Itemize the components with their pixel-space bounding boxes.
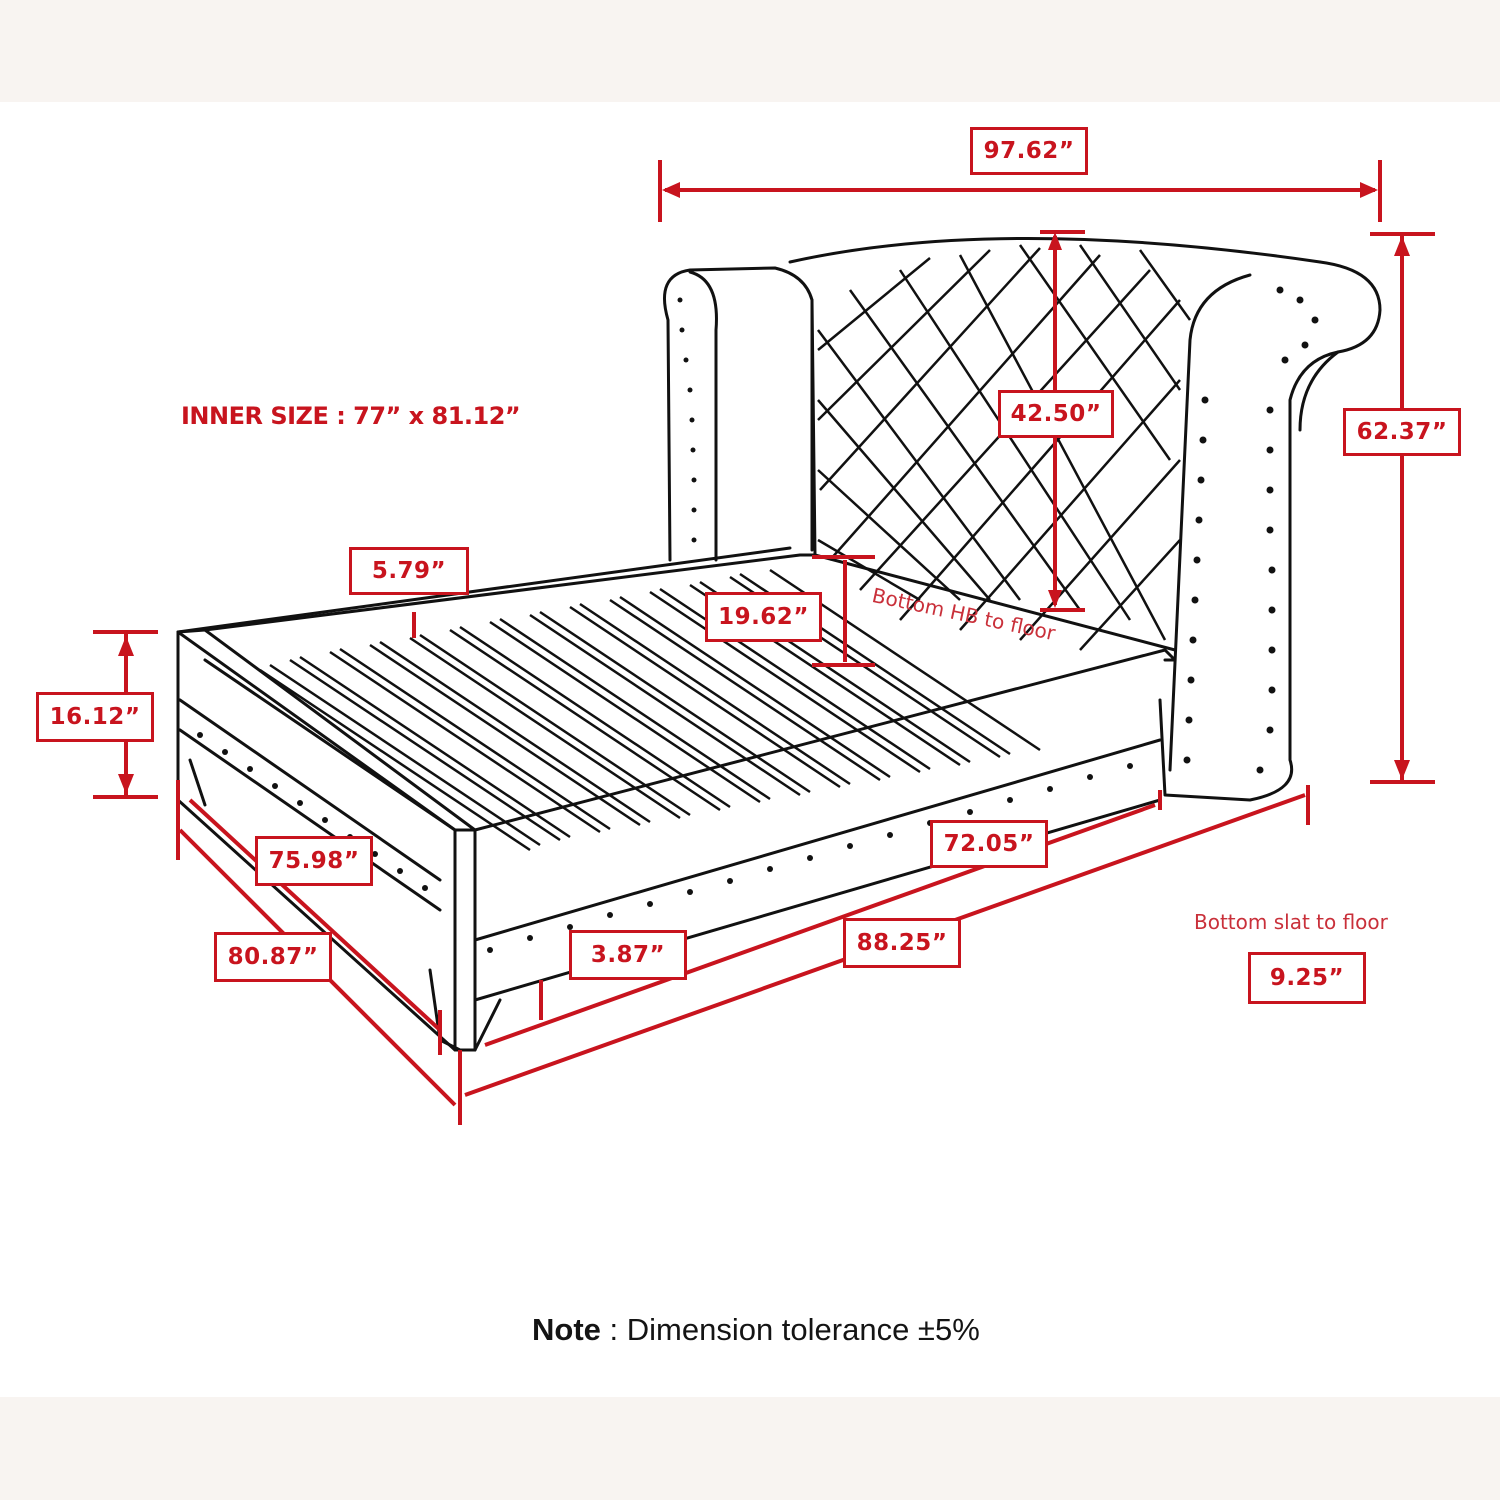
- nailhead-trim: [197, 286, 1319, 953]
- top-background-band: [0, 0, 1500, 102]
- dimension-headboard-height: 42.50”: [998, 390, 1114, 438]
- note-separator: :: [600, 1312, 627, 1347]
- note-text: Dimension tolerance ±5%: [626, 1312, 980, 1347]
- dimension-leg-clearance: 3.87”: [569, 930, 687, 980]
- dimension-rail-to-slat: 5.79”: [349, 547, 469, 595]
- dimension-overall-width: 97.62”: [970, 127, 1088, 175]
- note-label: Note: [532, 1312, 601, 1347]
- dimension-outer-side-length: 80.87”: [214, 932, 332, 982]
- dimension-bottom-slat-to-floor: 9.25”: [1248, 952, 1366, 1004]
- dimension-bottom-hb-to-floor: 19.62”: [705, 592, 822, 642]
- inner-size-label: INNER SIZE : 77” x 81.12”: [181, 402, 521, 430]
- dimension-inner-long-length: 72.05”: [930, 820, 1048, 868]
- dimension-overall-length: 88.25”: [843, 918, 961, 968]
- caption-bottom-slat-to-floor: Bottom slat to floor: [1194, 910, 1388, 934]
- dimension-inner-side-length: 75.98”: [255, 836, 373, 886]
- tolerance-note: Note : Dimension tolerance ±5%: [532, 1312, 980, 1348]
- headboard-tufting: [816, 244, 1192, 651]
- dimension-overall-height: 62.37”: [1343, 408, 1461, 456]
- bottom-background-band: [0, 1397, 1500, 1500]
- dimension-footboard-height: 16.12”: [36, 692, 154, 742]
